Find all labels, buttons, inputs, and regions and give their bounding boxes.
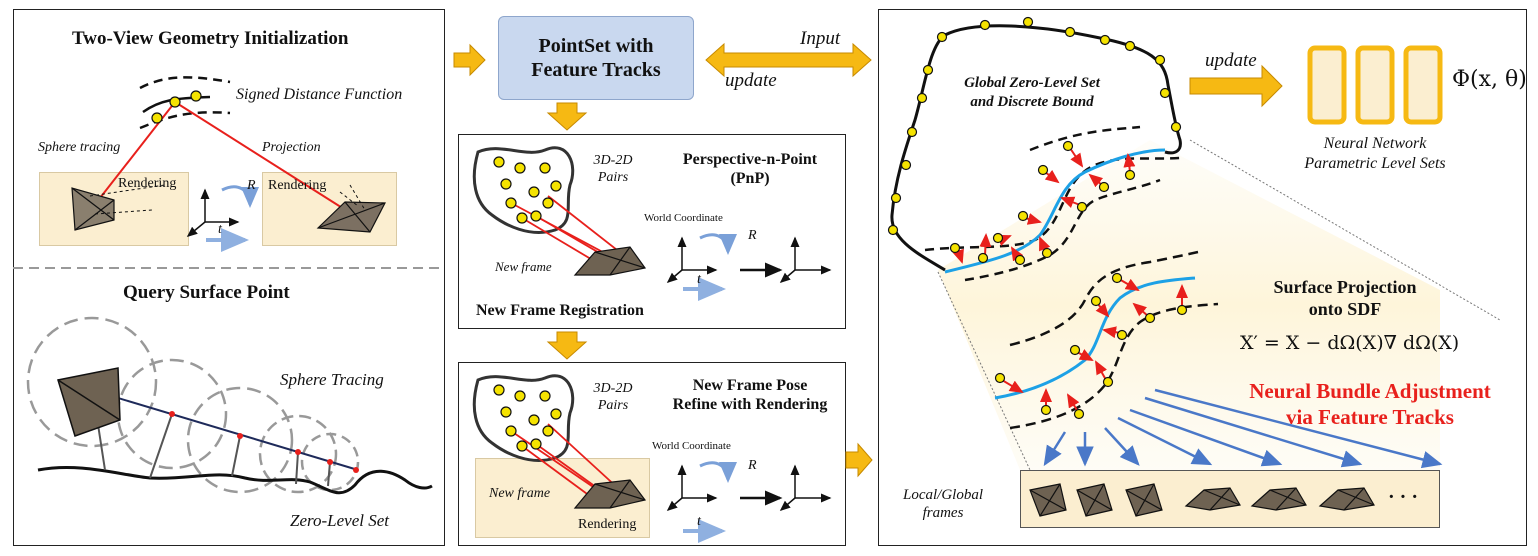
- sdf-label: Signed Distance Function: [236, 86, 403, 103]
- refine-new-frame: New frame: [489, 486, 551, 501]
- pnp-translation-symbol: t: [697, 272, 701, 287]
- projection-label: Projection: [262, 140, 321, 155]
- refine-axes-1: [666, 464, 718, 511]
- refine-world-coordinate: World Coordinate: [652, 440, 731, 452]
- camera-right: [316, 201, 386, 233]
- frames-ellipsis: · · ·: [1388, 486, 1419, 508]
- refine-rendering: Rendering: [578, 517, 637, 532]
- nn-bars: [1307, 45, 1443, 125]
- frame-camera: [1125, 483, 1163, 517]
- pnp-axes-1: [666, 236, 718, 283]
- update-label-right: update: [1205, 50, 1257, 71]
- projection-equation: X′ = X − dΩ(X)∇ dΩ(X): [1240, 332, 1460, 354]
- pnp-world-coordinate: World Coordinate: [644, 212, 723, 224]
- update-label-middle: update: [725, 70, 777, 91]
- refine-axes-2: [779, 464, 832, 511]
- frame-camera: [1318, 487, 1375, 511]
- refine-camera: [573, 479, 647, 509]
- pnp-title: Perspective-n-Point(PnP): [682, 151, 818, 187]
- sdf-point: [190, 90, 202, 102]
- pnp-camera: [573, 246, 647, 276]
- rendering-label-left: Rendering: [118, 176, 177, 191]
- frame-camera: [1029, 483, 1067, 517]
- pointset-label-line1: PointSet with: [538, 35, 654, 57]
- refine-rotation-symbol: R: [748, 458, 757, 473]
- arrow-down-1: [546, 102, 588, 131]
- refine-translation-symbol: t: [697, 514, 701, 529]
- sdf-curve-upper: [139, 76, 231, 90]
- sdf-curve-lower: [139, 111, 231, 130]
- pointset-box: PointSet with Feature Tracks: [498, 16, 694, 100]
- sphere-tracing-label: Sphere tracing: [38, 140, 121, 155]
- camera-left: [71, 187, 115, 231]
- pointset-label-line2: Feature Tracks: [531, 59, 661, 81]
- rotation-arrow: [221, 185, 259, 208]
- pnp-caption: New Frame Registration: [476, 302, 644, 319]
- query-title: Query Surface Point: [123, 282, 290, 303]
- axes-two-view: [186, 188, 240, 237]
- projection-ray: [174, 101, 357, 218]
- rendering-label-right: Rendering: [268, 178, 327, 193]
- sphere-tracing-caption: Sphere Tracing: [280, 370, 384, 389]
- pnp-axes-2: [779, 236, 832, 283]
- arrow-refine-to-right: [845, 442, 873, 478]
- two-view-title: Two-View Geometry Initialization: [72, 28, 349, 49]
- frame-camera: [1250, 487, 1307, 511]
- sdf-point: [151, 112, 163, 124]
- zoom-wedge: [938, 140, 1440, 470]
- zero-level-set-curve: [37, 466, 433, 495]
- zero-level-set-caption: Zero-Level Set: [290, 511, 389, 530]
- frame-camera: [1184, 487, 1241, 511]
- translation-symbol: t: [218, 222, 222, 237]
- arrow-update-to-nn: [1189, 64, 1283, 108]
- pnp-rotation-symbol: R: [748, 228, 757, 243]
- trace-sphere: [300, 432, 360, 492]
- trace-sphere: [258, 414, 338, 494]
- input-label: Input: [800, 28, 841, 49]
- sdf-point: [169, 96, 181, 108]
- trace-sphere: [26, 316, 158, 448]
- trace-sphere: [186, 386, 294, 494]
- frame-camera: [1076, 483, 1113, 517]
- pnp-new-frame: New frame: [495, 259, 552, 274]
- left-panel: [13, 9, 445, 546]
- arrow-pointset-right: [705, 42, 872, 78]
- surface-curve-zoomed: [994, 276, 1196, 400]
- trace-camera: [57, 367, 121, 437]
- rotation-symbol: R: [247, 178, 256, 193]
- arrow-down-2: [546, 331, 588, 360]
- arrow-left-to-pointset: [453, 43, 486, 77]
- phi-formula: Φ(x, θ): [1452, 67, 1527, 92]
